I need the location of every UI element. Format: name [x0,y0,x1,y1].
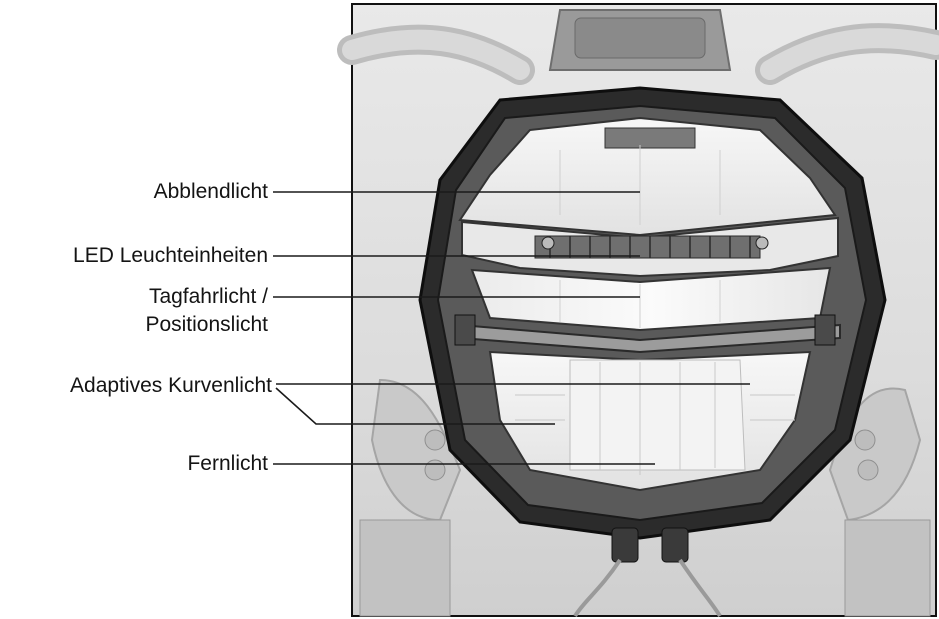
motorcycle-front-panel [352,4,936,616]
label-daytime-line2: Positionslicht [145,312,268,337]
label-high-beam: Fernlicht [187,451,268,476]
label-led-units: LED Leuchteinheiten [73,243,268,268]
label-cornering: Adaptives Kurvenlicht [70,373,272,398]
label-daytime-line1: Tagfahrlicht / [149,284,268,309]
label-low-beam: Abblendlicht [154,179,268,204]
